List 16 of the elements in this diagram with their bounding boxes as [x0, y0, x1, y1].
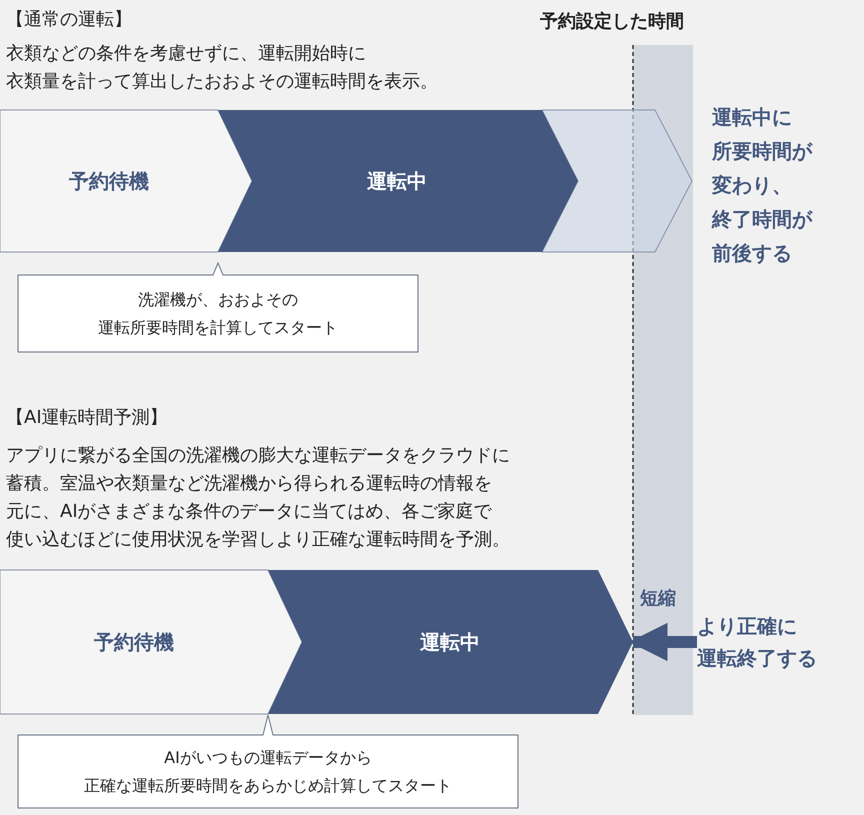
- chevron-box: 運転中: [218, 110, 578, 252]
- text-label: より正確に運転終了する: [697, 610, 864, 674]
- text-label: 運転中に所要時間が変わり、終了時間が前後する: [712, 104, 812, 267]
- text-label: アプリに繋がる全国の洗濯機の膨大な運転データをクラウドに蓄積。室温や衣類量など洗濯機から得られる運転時の情報を元に、AIがさまざまな条件のデータに当てはめ、各ご家庭で使い込むほどに使用状況を学習しより正確な運転時間を予測。: [6, 444, 510, 552]
- arrow: [629, 622, 697, 662]
- text-label: 衣類などの条件を考慮せずに、運転開始時に衣類量を計って算出したおおよその運転時間を表示。: [6, 42, 438, 94]
- chevron-box: [542, 110, 692, 252]
- text-label: 短縮: [640, 587, 676, 611]
- callout-box: 洗濯機が、おおよその運転所要時間を計算してスタート: [18, 263, 418, 352]
- section-heading: 【AI運転時間予測】: [6, 406, 168, 430]
- section-heading: 【通常の運転】: [6, 8, 132, 32]
- chevron-box: 予約待機: [0, 570, 302, 714]
- text-label: 予約設定した時間: [540, 10, 684, 34]
- callout-box: AIがいつもの運転データから正確な運転所要時間をあらかじめ計算してスタート: [18, 715, 518, 808]
- chevron-box: 運転中: [268, 570, 633, 714]
- chevron-box: 予約待機: [0, 110, 252, 252]
